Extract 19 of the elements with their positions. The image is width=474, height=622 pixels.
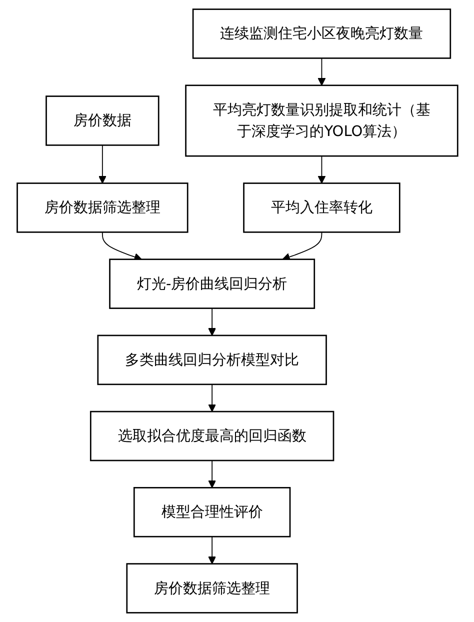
node-box: 灯光-房价曲线回归分析 [108,258,315,309]
node-box: 平均亮灯数量识别提取和统计（基于深度学习的YOLO算法） [184,84,458,157]
node-box: 连续监测住宅小区夜晚亮灯数量 [192,8,451,59]
node-box: 房价数据筛选整理 [16,182,188,233]
arrow [98,144,106,184]
arrow [208,536,216,564]
node-box: 房价数据筛选整理 [126,563,298,614]
arrow [317,156,326,184]
arrow [208,308,216,336]
arrow [102,232,142,261]
arrow [208,460,216,488]
node-box: 多类曲线回归分析模型对比 [96,334,326,386]
node-box: 模型合理性评价 [133,487,290,538]
node-box: 平均入住率转化 [242,182,400,233]
node-box: 房价数据 [45,96,159,146]
arrow [208,384,216,412]
node-box: 选取拟合优度最高的回归函数 [90,410,334,462]
arrow [317,58,326,86]
arrow [282,232,322,261]
